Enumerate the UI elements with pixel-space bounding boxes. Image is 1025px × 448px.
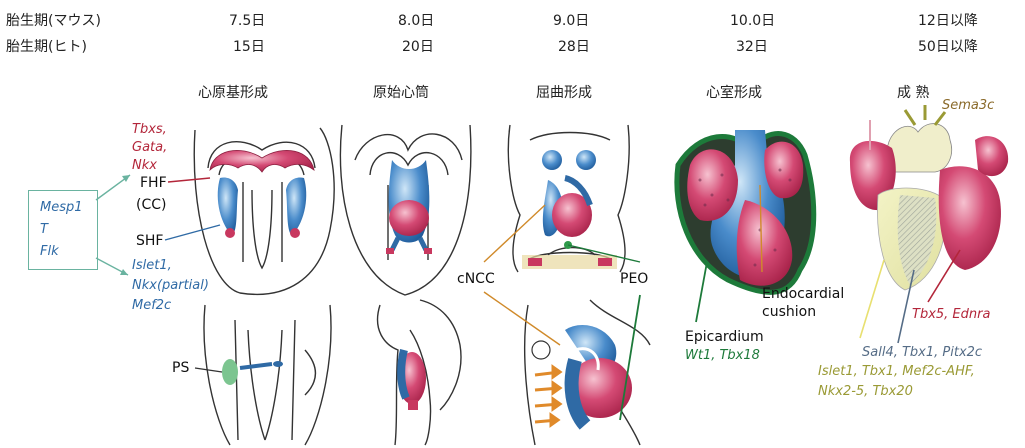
label-cncc: cNCC — [457, 272, 495, 286]
shf-pointer — [165, 225, 220, 240]
gene-nkx: Nkx — [132, 158, 157, 173]
gene-islet1-ahf: Islet1, Tbx1, Mef2c-AHF, — [818, 364, 975, 379]
ps-pointer — [195, 368, 222, 372]
gene-islet1: Islet1, — [132, 258, 172, 273]
cncc-pointer-down — [484, 292, 560, 345]
stage1-shf-left — [218, 178, 238, 237]
stage5-left-ventricle — [939, 166, 1001, 270]
gene-mef2c: Mef2c — [132, 298, 171, 313]
stage1-fhf-crescent — [210, 150, 314, 172]
gene-gata: Gata, — [132, 140, 167, 155]
label-shf: SHF — [136, 234, 163, 248]
gene-nkx-partial: Nkx(partial) — [132, 278, 209, 293]
stage1-shf-right — [286, 178, 306, 237]
label-fhf: FHF — [140, 176, 167, 190]
cncc-pointer-up — [484, 205, 545, 262]
gene-tbx5-ednra: Tbx5, Ednra — [912, 307, 990, 322]
fhf-pointer — [168, 178, 210, 182]
sall4-pointer — [860, 260, 884, 338]
label-epicardium: Epicardium — [685, 330, 764, 344]
label-peo: PEO — [620, 272, 648, 286]
peo-pointer-down — [620, 295, 640, 420]
stage2-heart — [389, 200, 429, 236]
gene-wt1-tbx18: Wt1, Tbx18 — [685, 348, 760, 363]
gene-t: T — [40, 222, 48, 237]
label-cc: (CC) — [136, 198, 166, 212]
stage1-top — [194, 128, 334, 294]
gene-tbxs: Tbxs, — [132, 122, 167, 137]
epicardium-pointer — [696, 262, 707, 322]
label-ps: PS — [172, 361, 189, 375]
neural-crest-arrows — [535, 367, 560, 425]
gene-sall4: Sall4, Tbx1, Pitx2c — [862, 345, 982, 360]
label-cushion: cushion — [762, 305, 816, 319]
gene-mesp1: Mesp1 — [40, 200, 83, 215]
label-endocardial: Endocardial — [762, 287, 844, 301]
stage5-right-atrium — [975, 136, 1008, 176]
gene-sema3c: Sema3c — [942, 98, 994, 113]
gene-flk: Flk — [40, 244, 59, 259]
gene-nkx2-5-tbx20: Nkx2-5, Tbx20 — [818, 384, 913, 399]
early-genes-box: Mesp1 T Flk — [28, 190, 98, 270]
